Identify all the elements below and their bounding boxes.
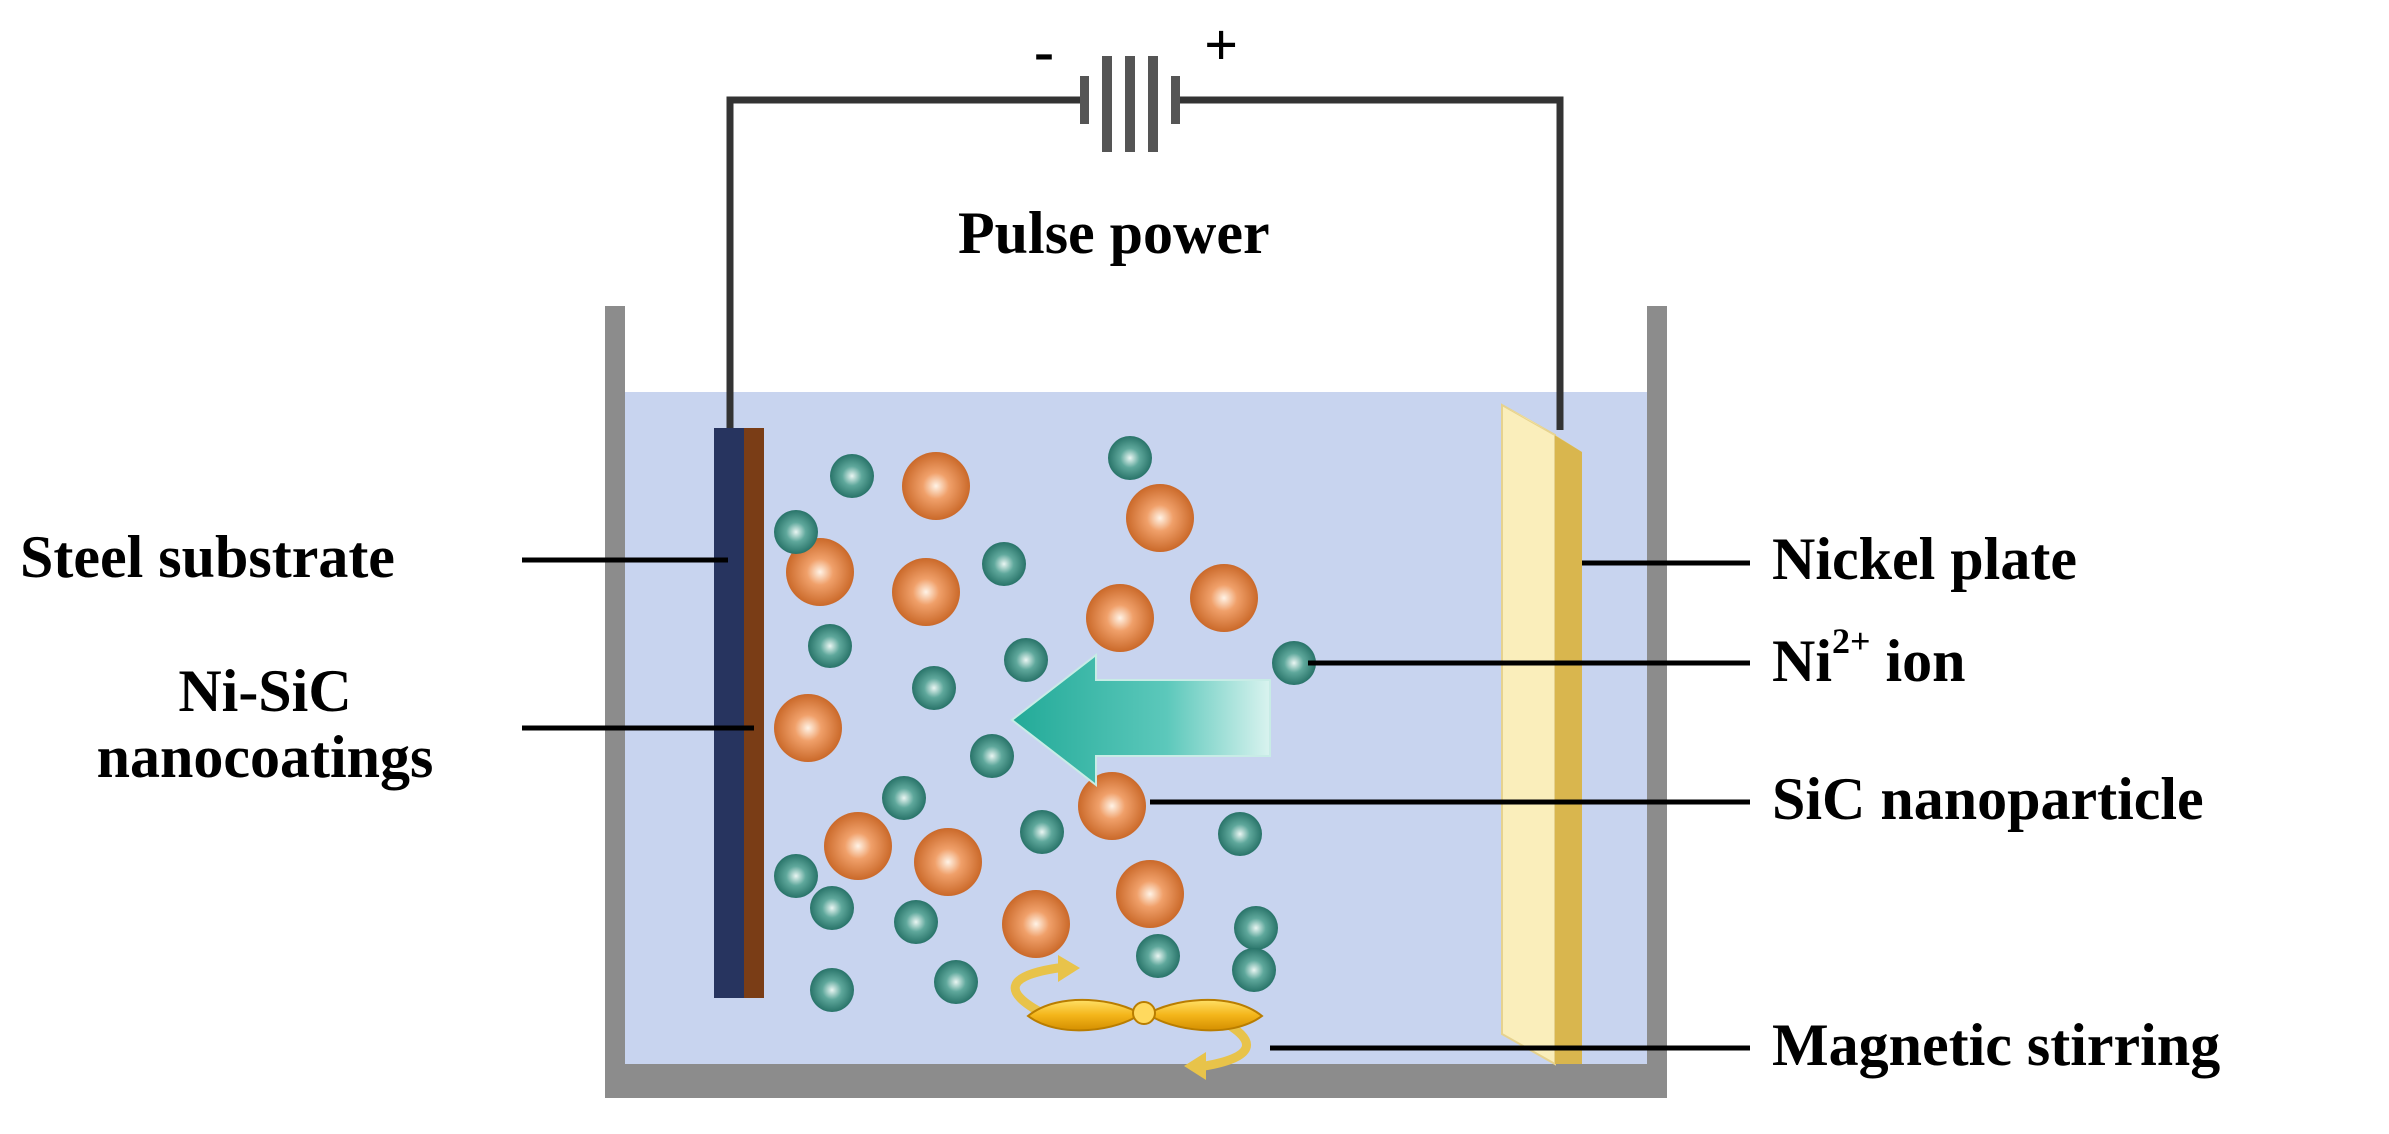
ni-ion <box>894 900 938 944</box>
tank-wall-right <box>1647 306 1667 1098</box>
battery-minus-label: - <box>1034 18 1054 84</box>
ni-ion <box>1272 641 1316 685</box>
tank-wall-left <box>605 306 625 1098</box>
sic-nanoparticle <box>1078 772 1146 840</box>
steel-substrate-label: Steel substrate <box>20 524 395 590</box>
sic-nanoparticle <box>1190 564 1258 632</box>
sic-nanoparticle <box>786 538 854 606</box>
ni-ion <box>1234 906 1278 950</box>
steel-substrate <box>714 428 744 998</box>
steel-substrate-electrode <box>714 428 764 998</box>
ni-ion <box>810 886 854 930</box>
ni-ion <box>774 854 818 898</box>
ni-ion <box>830 454 874 498</box>
tank-bottom <box>605 1064 1667 1098</box>
ni-ion <box>808 624 852 668</box>
ni-ion <box>1108 436 1152 480</box>
nickel-plate-electrode <box>1501 403 1582 1066</box>
sic-nanoparticle-label: SiC nanoparticle <box>1772 766 2204 832</box>
coatings-label-line2: nanocoatings <box>96 724 434 790</box>
sic-nanoparticle <box>1002 890 1070 958</box>
magnetic-stirrer-icon <box>1010 955 1264 1080</box>
battery-plus-label: + <box>1204 12 1239 78</box>
ni-ion <box>1136 934 1180 978</box>
ni-ion <box>1232 948 1276 992</box>
ni-ion <box>774 510 818 554</box>
magnetic-stirring-label: Magnetic stirring <box>1772 1012 2221 1078</box>
ni-ion <box>810 968 854 1012</box>
sic-nanoparticle <box>774 694 842 762</box>
ni-ion <box>882 776 926 820</box>
ni-ion <box>1218 812 1262 856</box>
ni-ion-suffix: ion <box>1870 628 1966 694</box>
coatings-label: Ni-SiC nanocoatings <box>70 658 460 790</box>
ni-sic-coating-layer <box>744 428 764 998</box>
ni-ion <box>970 734 1014 778</box>
ni-ion <box>934 960 978 1004</box>
sic-nanoparticle <box>1116 860 1184 928</box>
sic-nanoparticle <box>914 828 982 896</box>
ni-ion-charge: 2+ <box>1832 621 1871 661</box>
ni-ion-base: Ni <box>1772 628 1832 694</box>
ni-ion <box>912 666 956 710</box>
sic-nanoparticle <box>892 558 960 626</box>
circuit-wire <box>726 96 1564 430</box>
pulse-power-label: Pulse power <box>958 200 1270 266</box>
battery-icon <box>1080 56 1180 152</box>
nickel-plate-label: Nickel plate <box>1772 526 2077 592</box>
particle-field <box>774 436 1316 1012</box>
ni-ion <box>1020 810 1064 854</box>
leader-lines <box>522 557 1750 1051</box>
sic-nanoparticle <box>902 452 970 520</box>
ni-ion <box>982 542 1026 586</box>
ni-ion-label: Ni2+ ion <box>1772 623 1966 694</box>
migration-arrow <box>1010 652 1271 788</box>
coatings-label-line1: Ni-SiC <box>178 658 352 724</box>
ni-ion <box>1004 638 1048 682</box>
sic-nanoparticle <box>824 812 892 880</box>
sic-nanoparticle <box>1086 584 1154 652</box>
sic-nanoparticle <box>1126 484 1194 552</box>
